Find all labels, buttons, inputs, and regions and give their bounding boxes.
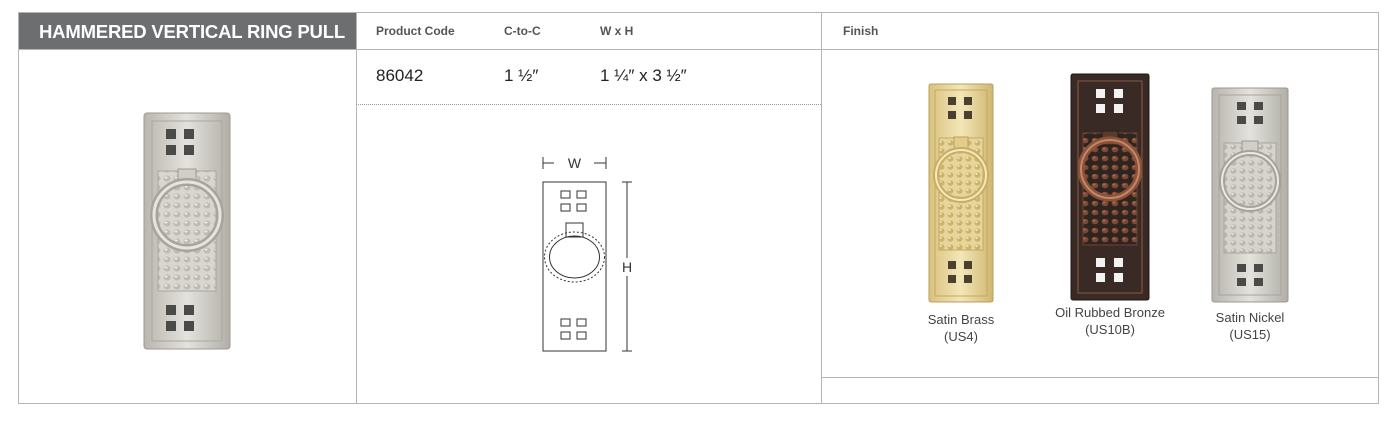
finish-header-row: Finish [821,13,1378,50]
product-photo-satin-nickel [143,112,231,350]
width-label: W [568,155,582,171]
finish-item-satin-nickel: Satin Nickel (US15) [1195,309,1305,343]
finish-swatch-satin-nickel [1211,87,1289,303]
finish-swatch-oil-rubbed-bronze [1070,73,1150,301]
finish-code: (US4) [944,329,978,344]
finish-item-satin-brass: Satin Brass (US4) [911,311,1011,345]
product-column: HAMMERED VERTICAL RING PULL [19,13,357,403]
specs-column: Product Code C-to-C W x H 86042 1 ½″ 1 ¼… [356,13,822,403]
finish-header: Finish [843,24,879,38]
finish-name: Satin Nickel [1215,310,1285,325]
product-title: HAMMERED VERTICAL RING PULL [19,13,356,50]
specs-values: 86042 1 ½″ 1 ¼″ x 3 ½″ [356,50,821,105]
wxh-value: 1 ¼″ x 3 ½″ [600,66,687,85]
specs-header: Product Code C-to-C W x H [356,13,821,50]
height-label: H [622,259,632,275]
finish-name: Oil Rubbed Bronze [1055,305,1165,320]
finish-divider [821,377,1378,378]
product-code-header: Product Code [376,24,455,38]
product-sheet: HAMMERED VERTICAL RING PULL [18,12,1379,404]
finish-code: (US10B) [1085,322,1135,337]
finish-name: Satin Brass [927,312,995,327]
dimension-drawing: W H [542,155,632,352]
finish-code: (US15) [1229,327,1271,342]
finish-item-oil-rubbed-bronze: Oil Rubbed Bronze (US10B) [1045,304,1175,338]
ctoc-header: C-to-C [504,24,541,38]
finish-column: Finish Satin Brass [821,13,1378,403]
product-code-value: 86042 [376,66,424,85]
wxh-header: W x H [600,24,634,38]
finish-swatch-satin-brass [928,83,994,303]
ctoc-value: 1 ½″ [504,66,539,85]
